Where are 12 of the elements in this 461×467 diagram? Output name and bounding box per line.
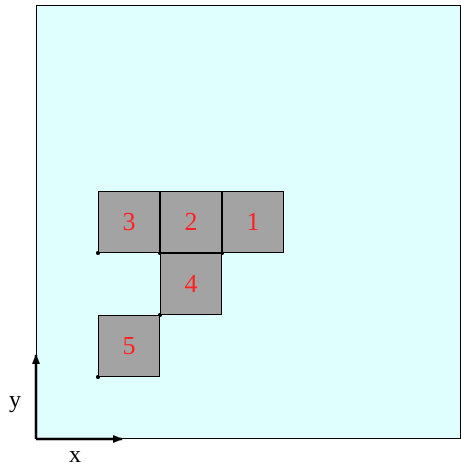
square-number: 4 — [184, 271, 198, 297]
square-number: 5 — [122, 333, 136, 359]
grid-square — [98, 191, 160, 253]
square-number: 3 — [122, 209, 136, 235]
square-number: 1 — [246, 209, 260, 235]
grid-square — [160, 191, 222, 253]
grid-square — [160, 253, 222, 315]
square-number: 2 — [184, 209, 198, 235]
grid-square — [98, 315, 160, 377]
axis-label: y — [9, 388, 21, 412]
axis-label: x — [69, 443, 81, 467]
grid-square — [222, 191, 284, 253]
